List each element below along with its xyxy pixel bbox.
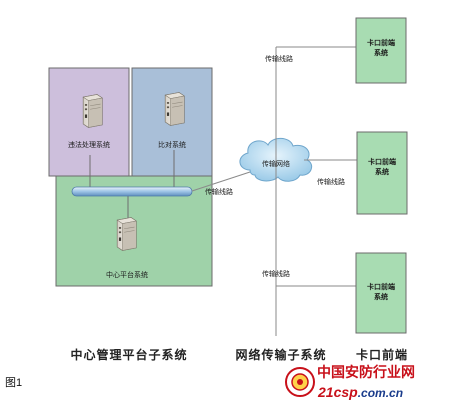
link-top-label: 传输线路	[265, 54, 293, 63]
front-box-1	[355, 17, 407, 84]
watermark: 中国安防行业网 21csp.com.cn	[285, 364, 415, 400]
platform-label: 中心平台系统	[106, 270, 148, 279]
front-box-2	[356, 131, 408, 215]
compare-server-icon	[164, 92, 185, 126]
network-bus	[71, 186, 193, 197]
link-mid-label: 传输线路	[317, 177, 345, 186]
network-subsystem-caption: 网络传输子系统	[235, 347, 326, 362]
center-subsystem-caption: 中心管理平台子系统	[70, 347, 187, 362]
front-box-3	[355, 252, 407, 334]
violation-server-icon	[82, 94, 103, 128]
link-bottom-label: 传输线路	[262, 269, 290, 278]
violation-label: 违法处理系统	[68, 140, 110, 149]
front2-label: 卡口前端系统	[368, 157, 396, 176]
figure-label: 图1	[5, 376, 22, 389]
watermark-site: 21csp.com.cn	[317, 384, 403, 400]
bus-to-cloud-line	[191, 171, 251, 192]
front1-label: 卡口前端系统	[367, 38, 395, 57]
platform-server-icon	[116, 217, 137, 251]
front3-label: 卡口前端系统	[367, 282, 395, 301]
compare-label: 比对系统	[158, 140, 186, 149]
front-subsystem-caption: 卡口前端	[356, 347, 408, 362]
watermark-name: 中国安防行业网	[317, 364, 415, 381]
link-center-label: 传输线路	[205, 187, 233, 196]
